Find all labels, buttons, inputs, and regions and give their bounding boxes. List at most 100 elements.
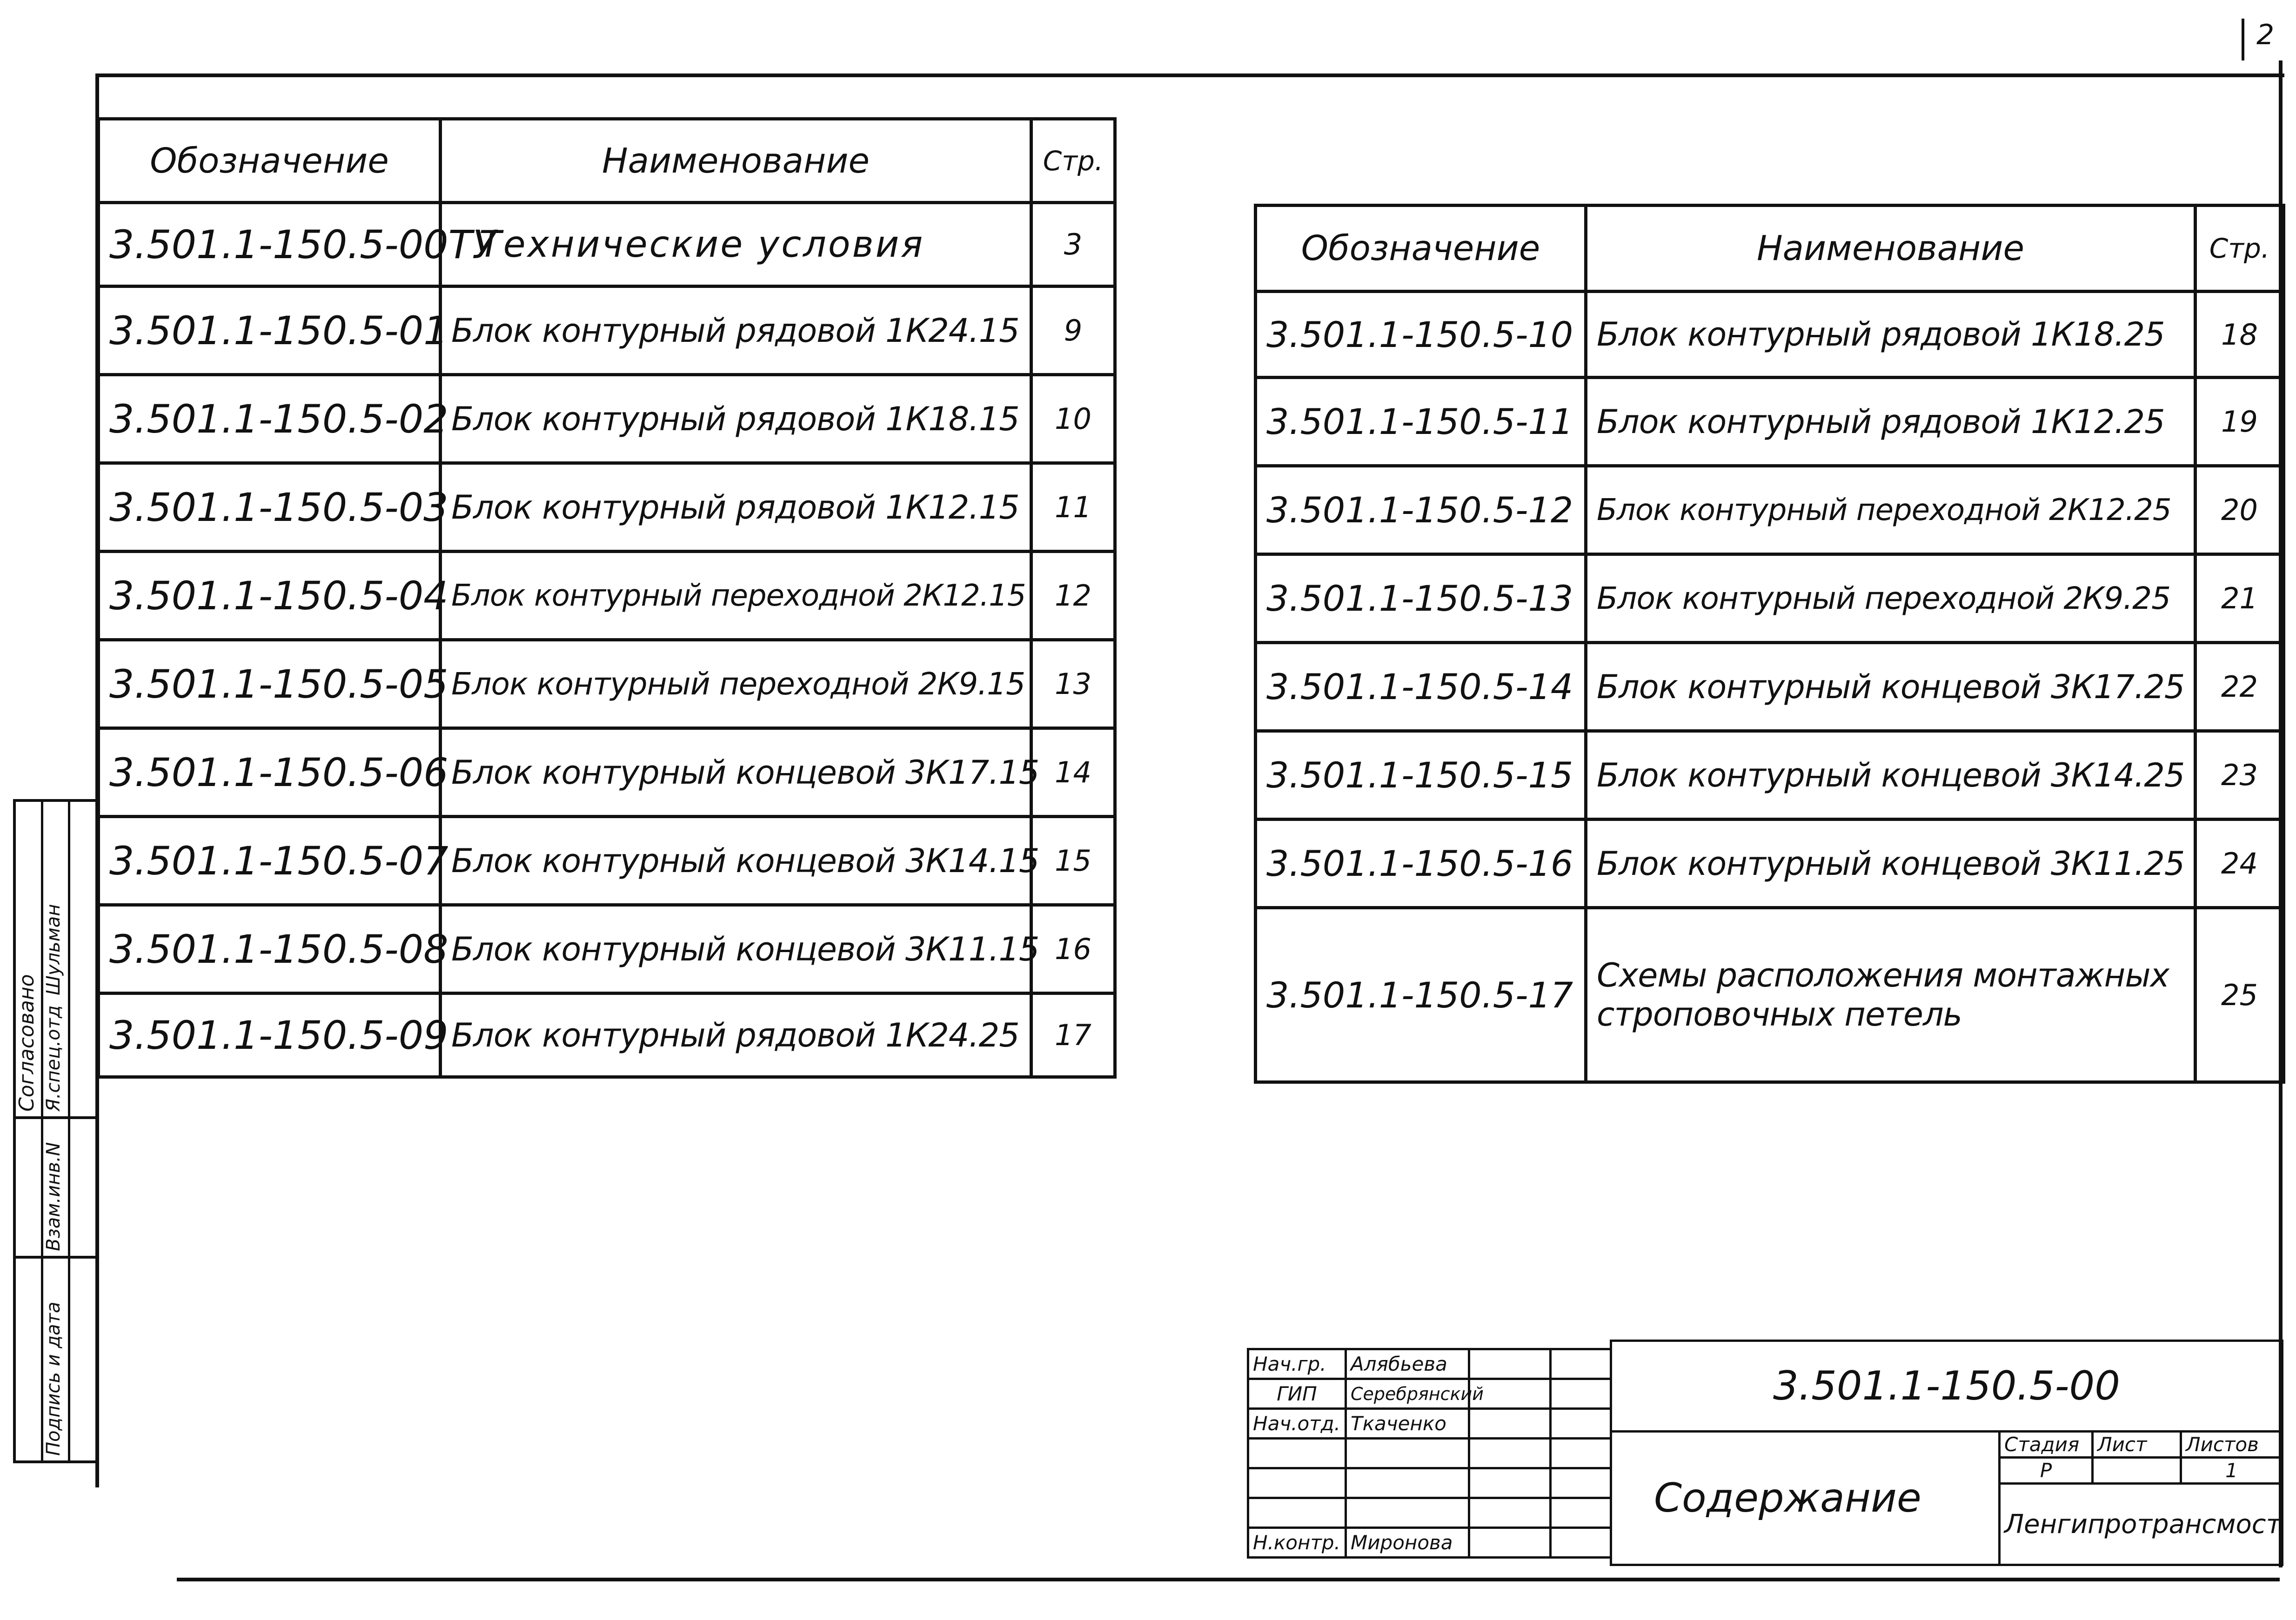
row-page: 19 bbox=[2194, 376, 2285, 467]
table-row: 3.501.1-150.5-10 Блок контурный рядовой … bbox=[1254, 290, 2285, 379]
table-row: 3.501.1-150.5-06 Блок контурный концевой… bbox=[97, 727, 1117, 818]
row-page: 24 bbox=[2194, 818, 2285, 909]
table-row: 3.501.1-150.5-03 Блок контурный рядовой … bbox=[97, 461, 1117, 553]
row-designation: 3.501.1-150.5-06 bbox=[97, 727, 448, 818]
row-designation: 3.501.1-150.5-08 bbox=[97, 903, 448, 995]
table-row: 3.501.1-150.5-16 Блок контурный концевой… bbox=[1254, 818, 2285, 909]
row-designation: 3.501.1-150.5-00ТУ bbox=[97, 201, 496, 288]
row-name: Блок контурный рядовой 1К12.25 bbox=[1584, 376, 2197, 467]
table-row: 3.501.1-150.5-04 Блок контурный переходн… bbox=[97, 550, 1117, 641]
row-page: 10 bbox=[1030, 373, 1117, 465]
table-header-row: Обозначение Наименование Стр. bbox=[97, 117, 1117, 204]
sign-date-label: Подпись и дата bbox=[43, 1301, 64, 1456]
frame-bottom bbox=[177, 1578, 2280, 1581]
table-row: 3.501.1-150.5-09 Блок контурный рядовой … bbox=[97, 992, 1117, 1079]
sheet-label: Лист bbox=[2091, 1430, 2182, 1459]
row-name: Блок контурный рядовой 1К18.25 bbox=[1584, 290, 2197, 379]
row-page: 20 bbox=[2194, 464, 2285, 556]
row-name: Блок контурный переходной 2К9.15 bbox=[439, 638, 1033, 730]
role: Нач.отд. bbox=[1247, 1407, 1347, 1440]
row-page: 22 bbox=[2194, 641, 2285, 733]
row-designation: 3.501.1-150.5-15 bbox=[1254, 729, 1587, 821]
row-name: Блок контурный концевой 3К17.25 bbox=[1584, 641, 2197, 733]
row-name: Блок контурный рядовой 1К24.25 bbox=[439, 992, 1033, 1079]
inv-label: Взам.инв.N bbox=[43, 1142, 64, 1251]
row-page: 11 bbox=[1030, 461, 1117, 553]
sheet-value bbox=[2091, 1456, 2182, 1485]
row-page: 16 bbox=[1030, 903, 1117, 995]
table-row: 3.501.1-150.5-12 Блок контурный переходн… bbox=[1254, 464, 2285, 556]
row-designation: 3.501.1-150.5-14 bbox=[1254, 641, 1587, 733]
row-name: Блок контурный концевой 3К14.15 bbox=[439, 815, 1039, 907]
row-page: 3 bbox=[1030, 201, 1117, 288]
row-designation: 3.501.1-150.5-13 bbox=[1254, 553, 1587, 644]
organization: Ленгипротрансмост bbox=[1998, 1482, 2284, 1566]
table-row: 3.501.1-150.5-08 Блок контурный концевой… bbox=[97, 903, 1117, 995]
corner-mark bbox=[2242, 19, 2244, 60]
role: Нач.гр. bbox=[1247, 1348, 1347, 1380]
row-page: 25 bbox=[2194, 906, 2285, 1084]
row-name: Блок контурный концевой 3К17.15 bbox=[439, 727, 1039, 818]
row-name: Блок контурный переходной 2К12.25 bbox=[1584, 464, 2197, 556]
header-designation: Обозначение bbox=[1254, 204, 1587, 293]
row-name: Блок контурный концевой 3К11.15 bbox=[439, 903, 1039, 995]
stage-label: Стадия bbox=[1998, 1430, 2094, 1459]
row-name: Технические условия bbox=[439, 201, 1033, 288]
row-designation: 3.501.1-150.5-16 bbox=[1254, 818, 1587, 909]
row-name: Блок контурный рядовой 1К18.15 bbox=[439, 373, 1033, 465]
table-row: 3.501.1-150.5-11 Блок контурный рядовой … bbox=[1254, 376, 2285, 467]
stage-value: Р bbox=[1998, 1456, 2094, 1485]
row-designation: 3.501.1-150.5-05 bbox=[97, 638, 448, 730]
dept-role: Я.спец.отд bbox=[43, 1005, 64, 1112]
row-designation: 3.501.1-150.5-10 bbox=[1254, 290, 1587, 379]
row-designation: 3.501.1-150.5-12 bbox=[1254, 464, 1587, 556]
page-corner-number: 2 bbox=[2256, 19, 2275, 51]
table-row: 3.501.1-150.5-17 Схемы расположения монт… bbox=[1254, 906, 2285, 1084]
role: Н.контр. bbox=[1247, 1527, 1347, 1559]
contents-table-left: Обозначение Наименование Стр. 3.501.1-15… bbox=[97, 117, 1117, 1079]
table-row: 3.501.1-150.5-02 Блок контурный рядовой … bbox=[97, 373, 1117, 465]
contents-table-right: Обозначение Наименование Стр. 3.501.1-15… bbox=[1254, 204, 2285, 1084]
header-name: Наименование bbox=[1584, 204, 2197, 293]
row-designation: 3.501.1-150.5-11 bbox=[1254, 376, 1587, 467]
document-code: 3.501.1-150.5-00 bbox=[1609, 1340, 2284, 1433]
name: Серебрянский bbox=[1345, 1378, 1484, 1410]
header-designation: Обозначение bbox=[97, 117, 442, 204]
row-page: 9 bbox=[1030, 285, 1117, 376]
table-row: 3.501.1-150.5-14 Блок контурный концевой… bbox=[1254, 641, 2285, 733]
name: Алябьева bbox=[1345, 1348, 1470, 1380]
header-name: Наименование bbox=[439, 117, 1033, 204]
table-row: 3.501.1-150.5-07 Блок контурный концевой… bbox=[97, 815, 1117, 907]
frame-top bbox=[98, 73, 2284, 77]
agreed-label: Согласовано bbox=[15, 974, 39, 1112]
row-designation: 3.501.1-150.5-09 bbox=[97, 992, 448, 1079]
row-page: 14 bbox=[1030, 727, 1117, 818]
role: ГИП bbox=[1247, 1378, 1347, 1410]
row-designation: 3.501.1-150.5-02 bbox=[97, 373, 448, 465]
row-name: Блок контурный переходной 2К12.15 bbox=[439, 550, 1033, 641]
row-name: Схемы расположения монтажных строповочны… bbox=[1584, 906, 2197, 1084]
row-designation: 3.501.1-150.5-01 bbox=[97, 285, 448, 376]
row-name: Блок контурный концевой 3К11.25 bbox=[1584, 818, 2197, 909]
table-row: 3.501.1-150.5-13 Блок контурный переходн… bbox=[1254, 553, 2285, 644]
row-page: 15 bbox=[1030, 815, 1117, 907]
sheets-label: Листов bbox=[2179, 1430, 2284, 1459]
row-name: Блок контурный переходной 2К9.25 bbox=[1584, 553, 2197, 644]
document-title: Содержание bbox=[1610, 1430, 2001, 1566]
table-header-row: Обозначение Наименование Стр. bbox=[1254, 204, 2285, 293]
title-info: 3.501.1-150.5-00 Содержание Стадия Лист … bbox=[1609, 1340, 2284, 1566]
row-designation: 3.501.1-150.5-07 bbox=[97, 815, 448, 907]
sheets-value: 1 bbox=[2179, 1456, 2284, 1485]
row-page: 21 bbox=[2194, 553, 2285, 644]
name: Миронова bbox=[1345, 1527, 1470, 1559]
table-row: 3.501.1-150.5-01 Блок контурный рядовой … bbox=[97, 285, 1117, 376]
header-page: Стр. bbox=[2194, 204, 2285, 293]
row-name: Блок контурный рядовой 1К24.15 bbox=[439, 285, 1033, 376]
row-designation: 3.501.1-150.5-04 bbox=[97, 550, 448, 641]
header-page: Стр. bbox=[1030, 117, 1117, 204]
table-row: 3.501.1-150.5-00ТУ Технические условия 3 bbox=[97, 201, 1117, 288]
table-row: 3.501.1-150.5-15 Блок контурный концевой… bbox=[1254, 729, 2285, 821]
row-designation: 3.501.1-150.5-17 bbox=[1254, 906, 1587, 1084]
row-name: Блок контурный рядовой 1К12.15 bbox=[439, 461, 1033, 553]
row-page: 13 bbox=[1030, 638, 1117, 730]
